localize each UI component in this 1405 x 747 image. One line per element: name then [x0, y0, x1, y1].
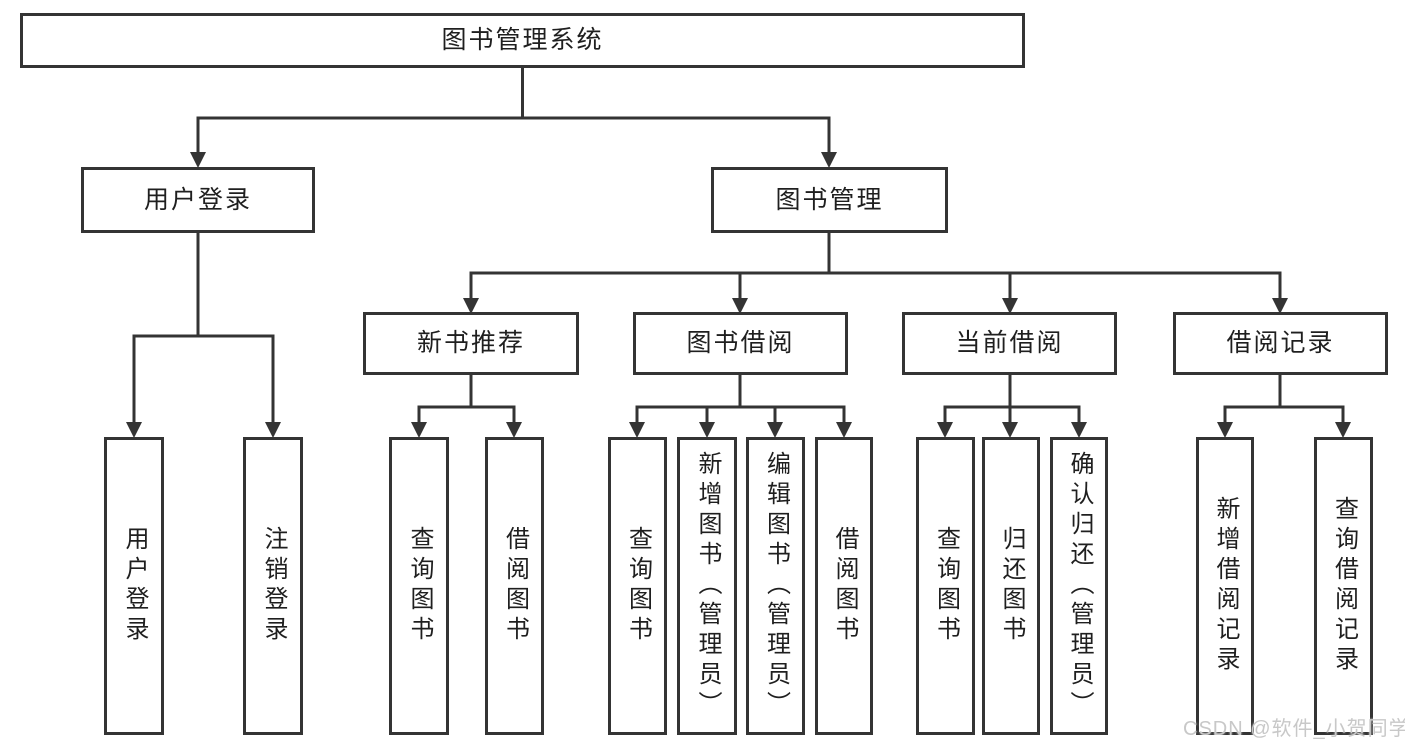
leaf-add-borrowing-record: 新增借阅记录 — [1196, 437, 1254, 735]
leaf-query-books-current: 查询图书 — [916, 437, 975, 735]
node-label: 当前借阅 — [955, 329, 1064, 357]
leaf-borrow-books-recommend: 借阅图书 — [485, 437, 544, 735]
node-label: 编辑图书（管理员） — [762, 451, 790, 721]
leaf-logout: 注销登录 — [243, 437, 303, 735]
node-label: 查询图书 — [624, 526, 652, 646]
node-user-login: 用户登录 — [81, 167, 315, 233]
node-new-book-recommendation: 新书推荐 — [363, 312, 579, 375]
leaf-confirm-return-admin: 确认归还（管理员） — [1050, 437, 1108, 735]
node-book-borrowing: 图书借阅 — [633, 312, 848, 375]
node-label: 注销登录 — [260, 526, 287, 646]
node-label: 用户登录 — [121, 526, 148, 646]
node-label: 归还图书 — [998, 526, 1025, 646]
node-label: 查询借阅记录 — [1330, 496, 1358, 676]
leaf-edit-books-admin: 编辑图书（管理员） — [746, 437, 805, 735]
node-library-management-system: 图书管理系统 — [20, 13, 1025, 68]
leaf-user-login: 用户登录 — [104, 437, 164, 735]
node-book-management: 图书管理 — [711, 167, 948, 233]
node-label: 图书管理 — [775, 185, 884, 214]
node-label: 新增借阅记录 — [1212, 496, 1239, 676]
node-label: 新书推荐 — [416, 329, 525, 357]
node-label: 图书借阅 — [686, 329, 795, 357]
node-label: 查询图书 — [406, 526, 433, 646]
node-label: 借阅图书 — [831, 526, 858, 646]
node-borrowing-records: 借阅记录 — [1173, 312, 1388, 375]
node-label: 图书管理系统 — [441, 26, 604, 54]
node-label: 确认归还（管理员） — [1066, 451, 1093, 721]
node-label: 借阅记录 — [1226, 329, 1335, 357]
node-label: 借阅图书 — [501, 526, 529, 646]
node-label: 新增图书（管理员） — [694, 451, 721, 721]
leaf-borrow-books: 借阅图书 — [815, 437, 873, 735]
leaf-add-books-admin: 新增图书（管理员） — [677, 437, 737, 735]
node-label: 查询图书 — [932, 526, 960, 646]
leaf-query-books-recommend: 查询图书 — [389, 437, 449, 735]
leaf-query-borrowing-record: 查询借阅记录 — [1314, 437, 1373, 735]
leaf-query-books-borrowing: 查询图书 — [608, 437, 667, 735]
node-current-borrowing: 当前借阅 — [902, 312, 1117, 375]
node-label: 用户登录 — [143, 185, 252, 214]
leaf-return-books: 归还图书 — [982, 437, 1040, 735]
watermark-text: CSDN @软件_小贺同学 — [1183, 718, 1405, 740]
